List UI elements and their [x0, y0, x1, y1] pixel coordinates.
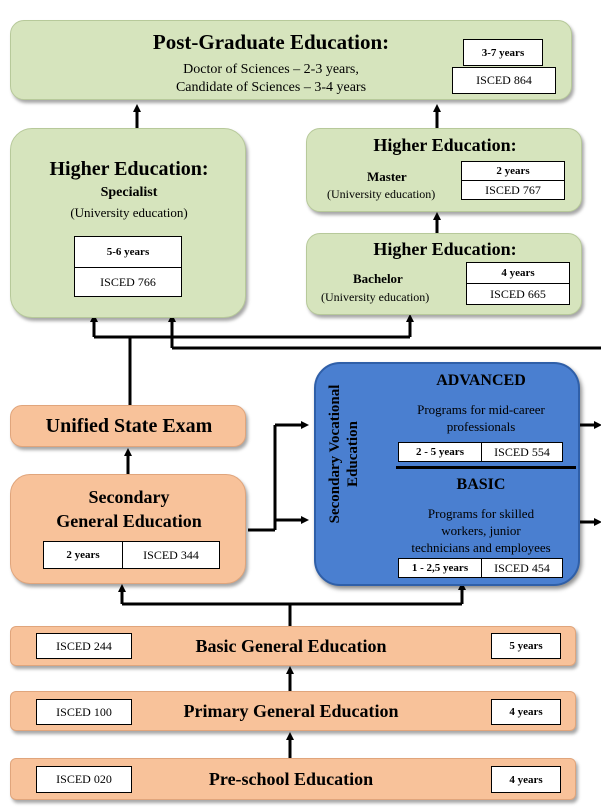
master-isced: ISCED 767 — [461, 180, 565, 200]
postgrad-years: 3-7 years — [463, 39, 543, 66]
postgrad-isced: ISCED 864 — [452, 67, 556, 94]
master-subtitle: Master — [367, 169, 407, 184]
vocational-divider — [396, 466, 576, 469]
secondary-general-box: Secondary General Education 2 years ISCE… — [10, 474, 246, 584]
specialist-isced: ISCED 766 — [74, 267, 182, 297]
postgrad-line2: Candidate of Sciences – 3-4 years — [175, 80, 367, 95]
basic-line1: Programs for skilled — [427, 506, 535, 521]
specialist-years: 5-6 years — [74, 236, 182, 268]
postgrad-line1: Doctor of Sciences – 2-3 years, — [183, 62, 359, 77]
advanced-line2: professionals — [446, 419, 516, 434]
preschool-box: ISCED 020 Pre-school Education 4 years — [10, 758, 576, 800]
primary-title: Primary General Education — [183, 701, 399, 721]
basic-general-title: Basic General Education — [195, 636, 387, 656]
advanced-years: 2 - 5 years — [398, 442, 482, 462]
specialist-title: Higher Education: — [49, 158, 209, 180]
preschool-years: 4 years — [491, 766, 561, 793]
bachelor-title: Higher Education: — [373, 239, 517, 259]
master-title: Higher Education: — [373, 135, 517, 155]
bachelor-years: 4 years — [466, 262, 570, 284]
exam-box: Unified State Exam — [10, 405, 246, 447]
advanced-title: ADVANCED — [436, 372, 526, 389]
basic-general-isced: ISCED 244 — [36, 633, 132, 659]
specialist-subtitle: Specialist — [100, 185, 158, 200]
basic-years: 1 - 2,5 years — [398, 558, 482, 578]
advanced-line1: Programs for mid-career — [417, 402, 545, 417]
bachelor-subtitle: Bachelor — [353, 271, 403, 286]
exam-title: Unified State Exam — [45, 415, 213, 437]
bachelor-note: (University education) — [321, 290, 430, 304]
bachelor-box: Higher Education: Bachelor (University e… — [306, 233, 582, 315]
advanced-isced: ISCED 554 — [481, 442, 563, 462]
master-note: (University education) — [327, 187, 436, 201]
primary-box: ISCED 100 Primary General Education 4 ye… — [10, 691, 576, 731]
preschool-isced: ISCED 020 — [36, 766, 132, 793]
vocational-side-label: Secondary Vocational Education — [326, 364, 362, 544]
master-box: Higher Education: Master (University edu… — [306, 128, 582, 212]
basic-line3: technicians and employees — [411, 540, 551, 555]
basic-line2: workers, junior — [441, 523, 521, 538]
bachelor-isced: ISCED 665 — [466, 283, 570, 305]
vocational-side-line2: Education — [345, 421, 361, 487]
specialist-note: (University education) — [70, 205, 188, 220]
secondary-general-isced: ISCED 344 — [122, 541, 220, 569]
master-years: 2 years — [461, 161, 565, 181]
secondary-general-years: 2 years — [43, 541, 123, 569]
basic-title: BASIC — [456, 476, 506, 493]
specialist-box: Higher Education: Specialist (University… — [10, 128, 246, 318]
preschool-title: Pre-school Education — [208, 769, 374, 789]
vocational-side-line1: Secondary Vocational — [327, 384, 343, 524]
basic-general-box: ISCED 244 Basic General Education 5 year… — [10, 626, 576, 666]
secondary-general-title-2: General Education — [56, 511, 202, 531]
primary-isced: ISCED 100 — [36, 699, 132, 725]
postgrad-title: Post-Graduate Education: — [152, 30, 390, 54]
primary-years: 4 years — [491, 699, 561, 725]
postgrad-box: Post-Graduate Education: Doctor of Scien… — [10, 20, 572, 100]
basic-isced: ISCED 454 — [481, 558, 563, 578]
basic-general-years: 5 years — [491, 633, 561, 659]
secondary-general-title-1: Secondary — [88, 487, 170, 507]
vocational-box: Secondary Vocational Education ADVANCED … — [314, 362, 580, 586]
